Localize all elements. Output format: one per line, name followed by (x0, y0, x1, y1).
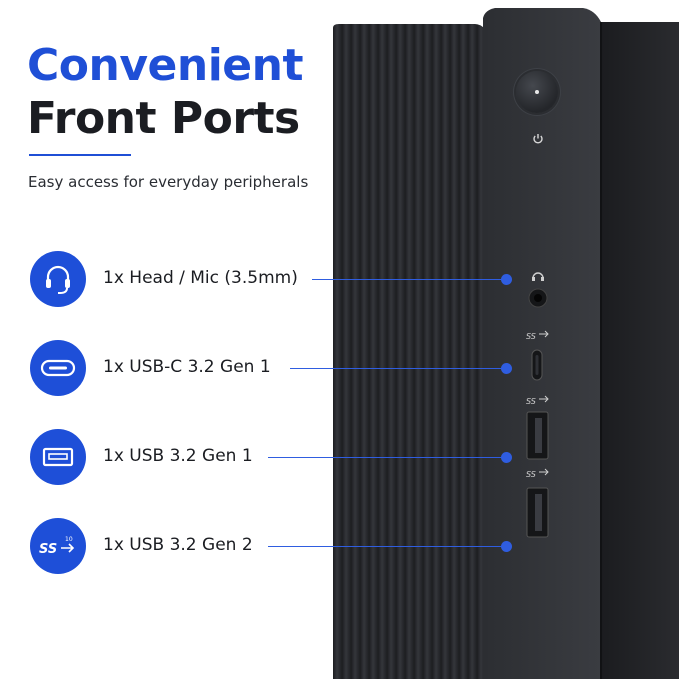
port-label-usb-c: 1x USB-C 3.2 Gen 1 (103, 357, 271, 377)
page-title-line2: Front Ports (27, 93, 300, 144)
port-label-usb-gen2: 1x USB 3.2 Gen 2 (103, 535, 253, 555)
power-button (516, 71, 558, 113)
usb-a-port-1: SS (526, 395, 549, 460)
leader-dot-audio (501, 274, 512, 285)
pc-tower-image (333, 8, 679, 679)
usb-c-port: SS (526, 330, 549, 381)
headset-icon (30, 251, 86, 307)
page-title-line1: Convenient (27, 40, 303, 91)
power-icon (533, 134, 543, 144)
svg-text:SS: SS (526, 332, 536, 341)
port-row-audio: 1x Head / Mic (3.5mm) (30, 251, 330, 307)
port-row-usb-gen2: SS 10 1x USB 3.2 Gen 2 (30, 518, 330, 574)
svg-text:SS: SS (39, 542, 57, 557)
title-underline (29, 154, 131, 156)
usb-a-port-2: SS (526, 468, 549, 538)
page-subtitle: Easy access for everyday peripherals (28, 173, 309, 191)
superspeed-10-icon: SS 10 (30, 518, 86, 574)
leader-dot-usb-c (501, 363, 512, 374)
svg-text:SS: SS (526, 397, 536, 406)
port-label-usb-a: 1x USB 3.2 Gen 1 (103, 446, 253, 466)
svg-text:SS: SS (526, 470, 536, 479)
leader-dot-usb-a (501, 452, 512, 463)
leader-line-usb-c (290, 368, 506, 369)
svg-text:10: 10 (65, 536, 73, 543)
port-row-usb-c: 1x USB-C 3.2 Gen 1 (30, 340, 330, 396)
port-label-audio: 1x Head / Mic (3.5mm) (103, 268, 298, 288)
port-row-usb-a: 1x USB 3.2 Gen 1 (30, 429, 330, 485)
usb-a-icon (30, 429, 86, 485)
leader-dot-usb-gen2 (501, 541, 512, 552)
usb-c-icon (30, 340, 86, 396)
leader-line-usb-gen2 (268, 546, 506, 547)
audio-jack-port (528, 272, 548, 308)
leader-line-audio (312, 279, 506, 280)
leader-line-usb-a (268, 457, 506, 458)
